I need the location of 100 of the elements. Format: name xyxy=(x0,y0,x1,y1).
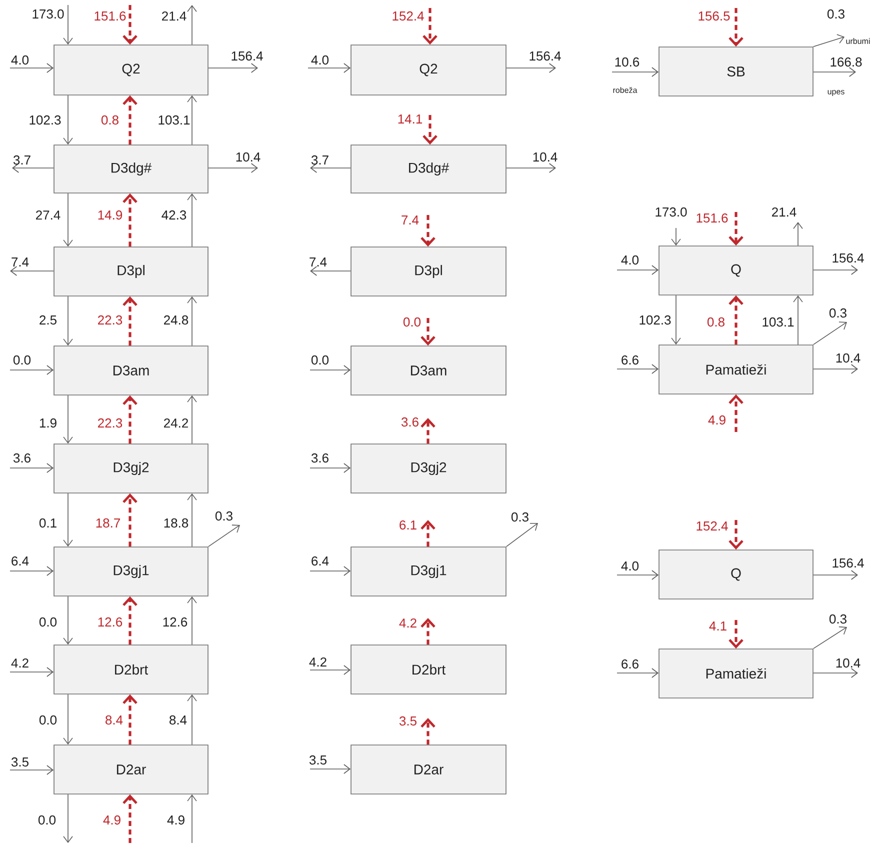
edge-label: 8.4 xyxy=(106,715,123,725)
process-box: D3gj2 xyxy=(350,444,506,494)
edge-label: 156.4 xyxy=(530,51,561,61)
process-box: D2brt xyxy=(350,644,506,694)
edge-label: 3.5 xyxy=(399,716,416,726)
arrow xyxy=(122,193,138,247)
arrow xyxy=(187,493,197,547)
edge-label: 102.3 xyxy=(640,315,671,325)
edge-label: 173.0 xyxy=(656,207,687,217)
edge-label: 10.4 xyxy=(236,152,260,162)
process-box: D3gj2 xyxy=(54,444,208,494)
process-box: Pamatieži xyxy=(658,648,814,698)
arrow xyxy=(616,668,659,678)
edge-label: 0.3 xyxy=(215,511,232,521)
arrow xyxy=(422,115,438,145)
edge-label: 6.4 xyxy=(312,556,329,566)
edge-label: 22.3 xyxy=(98,315,122,325)
edge-label: 6.6 xyxy=(622,659,638,669)
edge-label: 6.4 xyxy=(12,556,29,566)
edge-label: 3.7 xyxy=(13,155,30,165)
arrow xyxy=(10,667,54,677)
edge-label: 4.0 xyxy=(621,255,639,265)
arrow xyxy=(616,570,659,580)
edge-label: 10.4 xyxy=(533,152,558,162)
arrow xyxy=(122,395,138,444)
edge-label: 10.4 xyxy=(836,658,860,668)
process-box: Q xyxy=(658,550,814,600)
edge-label: 151.6 xyxy=(94,11,126,21)
edge-label: 166.8 xyxy=(830,57,862,67)
edge-label: 0.3 xyxy=(827,9,844,19)
arrow xyxy=(506,163,556,173)
edge-label: 0.0 xyxy=(13,355,31,365)
arrow xyxy=(728,620,744,649)
arrow xyxy=(63,193,73,247)
arrow xyxy=(10,765,54,775)
edge-label: 103.1 xyxy=(762,317,794,327)
arrow xyxy=(506,522,538,547)
process-box: SB xyxy=(658,46,814,96)
process-box: D3dg# xyxy=(54,144,208,194)
edge-label: 27.4 xyxy=(36,210,60,220)
edge-label: 0.3 xyxy=(829,614,846,624)
arrow xyxy=(122,493,138,547)
process-box: Q2 xyxy=(350,44,506,96)
process-box: D3pl xyxy=(350,246,506,296)
edge-label: 173.0 xyxy=(32,9,64,19)
edge-label: 21.4 xyxy=(772,207,796,217)
edge-label: 0.0 xyxy=(39,715,57,725)
arrow xyxy=(728,212,744,246)
edge-label: 7.4 xyxy=(12,258,29,266)
arrow xyxy=(671,228,681,246)
edge-label: 4.2 xyxy=(309,657,326,667)
arrow xyxy=(187,395,197,444)
arrow xyxy=(122,296,138,346)
process-box: D3dg# xyxy=(350,144,506,194)
arrow xyxy=(63,296,73,346)
arrow xyxy=(122,95,138,145)
arrow xyxy=(813,364,858,374)
edge-label: 42.3 xyxy=(162,210,186,220)
arrow xyxy=(12,163,54,173)
arrow xyxy=(187,95,197,145)
arrow xyxy=(187,5,197,45)
edge-label: 0.1 xyxy=(39,518,56,528)
edge-label: 4.9 xyxy=(167,815,184,825)
arrow xyxy=(728,520,744,550)
process-box: D3pl xyxy=(54,246,208,296)
arrow xyxy=(310,566,351,576)
process-box: D2ar xyxy=(350,744,506,794)
edge-label: 156.4 xyxy=(832,558,864,568)
edge-label: 18.7 xyxy=(96,518,120,528)
edge-label: 4.9 xyxy=(708,415,726,425)
arrow xyxy=(63,4,73,45)
edge-label: 12.6 xyxy=(163,617,188,627)
arrow xyxy=(420,520,436,547)
arrow xyxy=(616,265,659,275)
process-box: D3am xyxy=(350,346,506,396)
arrow xyxy=(813,570,858,580)
arrow xyxy=(420,418,436,444)
edge-label: 3.7 xyxy=(311,155,328,165)
arrow xyxy=(813,668,858,678)
arrow xyxy=(187,794,197,844)
arrow xyxy=(63,493,73,547)
edge-label: 151.6 xyxy=(696,213,728,223)
arrow xyxy=(813,322,847,345)
arrow xyxy=(63,596,73,645)
arrow xyxy=(187,193,197,247)
arrow xyxy=(310,266,351,276)
arrow xyxy=(187,596,197,645)
edge-label: 3.6 xyxy=(311,453,328,463)
arrow xyxy=(793,295,803,345)
arrow xyxy=(208,524,240,547)
arrow xyxy=(612,67,659,77)
edge-label: 10.4 xyxy=(836,353,860,363)
edge-label: 156.5 xyxy=(698,11,730,21)
arrow xyxy=(813,626,847,649)
process-box: Pamatieži xyxy=(658,344,814,394)
arrow xyxy=(122,694,138,745)
edge-label: 14.1 xyxy=(398,114,422,124)
edge-label: 2.5 xyxy=(40,315,56,325)
edge-label: 6.1 xyxy=(400,520,416,530)
edge-label: 152.4 xyxy=(696,521,728,531)
